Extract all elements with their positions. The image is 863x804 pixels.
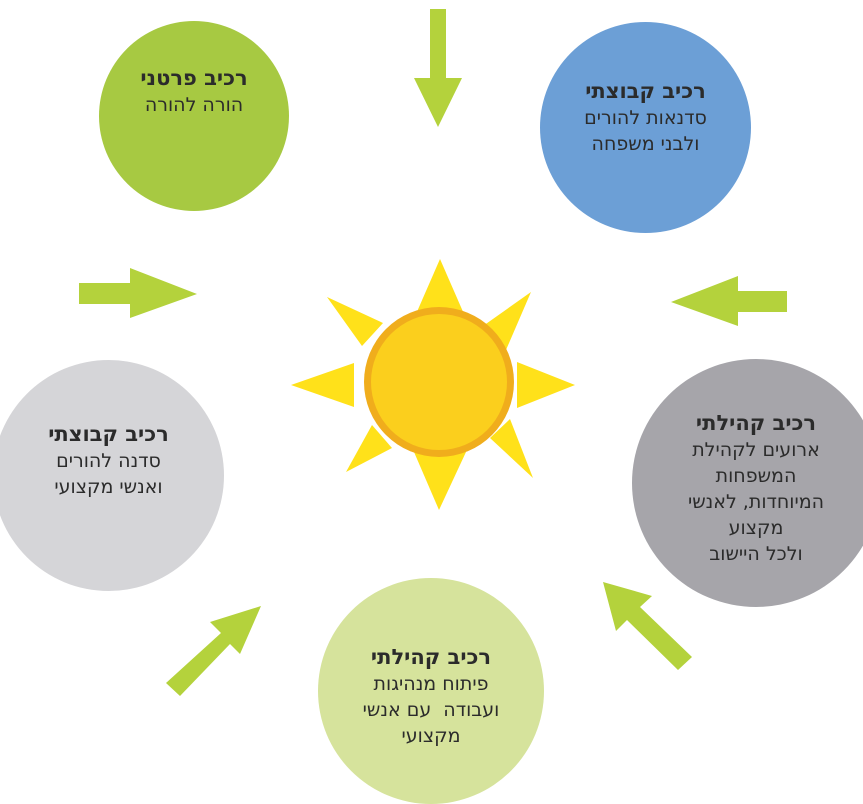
circle-title: רכיב קהילתי bbox=[695, 410, 817, 435]
sun-ray-right bbox=[517, 362, 575, 408]
arrow-left bbox=[79, 268, 197, 318]
sun-ray-upper-left bbox=[327, 297, 383, 346]
circle-text-line: סדנאות להורים bbox=[584, 107, 707, 129]
sun-core bbox=[371, 314, 507, 450]
circle-description: הורה להורה bbox=[140, 92, 247, 118]
circle-group-component-family: רכיב קבוצתי סדנאות להורים ולבני משפחה bbox=[540, 22, 751, 233]
arrow-top bbox=[414, 9, 462, 127]
circle-title: רכיב פרטני bbox=[140, 65, 248, 90]
arrows-group bbox=[79, 9, 787, 696]
circle-group-component-professionals: רכיב קבוצתי סדנה להורים ואנשי מקצועי bbox=[0, 360, 224, 591]
circle-text-line: סדנה להורים bbox=[56, 450, 161, 472]
circle-description: סדנה להורים ואנשי מקצועי bbox=[48, 448, 169, 500]
arrow-bottom-left bbox=[166, 606, 261, 696]
circle-text-line: המשפחות bbox=[715, 464, 797, 487]
circle-community-component-events: רכיב קהילתי ארועים לקהילת המשפחות המיוחדות… bbox=[632, 359, 863, 607]
arrow-bottom-right bbox=[603, 582, 692, 670]
circle-description: ארועים לקהילת המשפחות המיוחדות, לאנשי מקצוע… bbox=[688, 437, 824, 567]
circle-text-line: ועבודה עם אנשי bbox=[362, 698, 500, 721]
sun-ray-lower-right bbox=[490, 419, 533, 478]
circle-text-line: ולבני משפחה bbox=[591, 133, 700, 155]
circle-text-line: ולכל היישוב bbox=[709, 542, 803, 565]
sun-ray-lower-left bbox=[346, 425, 392, 472]
circle-text-line: ואנשי מקצועי bbox=[54, 476, 163, 498]
circle-description: פיתוח מנהיגות ועבודה עם אנשי מקצועי bbox=[363, 671, 500, 749]
circle-title: רכיב קהילתי bbox=[370, 644, 492, 669]
circle-description: סדנאות להורים ולבני משפחה bbox=[584, 105, 707, 157]
circle-text-line: הורה להורה bbox=[144, 93, 244, 116]
sun-ray-bottom bbox=[414, 452, 466, 510]
arrow-right bbox=[671, 276, 787, 326]
sun-illustration bbox=[291, 259, 575, 510]
sun-ray-top bbox=[416, 259, 464, 314]
circle-text-line: ארועים לקהילת bbox=[692, 438, 820, 461]
circle-text-line: מקצועי bbox=[401, 724, 461, 747]
circle-individual-component: רכיב פרטני הורה להורה bbox=[99, 21, 289, 211]
circle-title: רכיב קבוצתי bbox=[585, 79, 706, 103]
circle-text-line: המיוחדות, לאנשי bbox=[687, 490, 825, 513]
circle-text-line: מקצוע bbox=[728, 516, 784, 539]
circle-community-component-leadership: רכיב קהילתי פיתוח מנהיגות ועבודה עם אנשי מ… bbox=[318, 578, 544, 804]
sun-ray-left bbox=[291, 363, 354, 407]
circle-title: רכיב קבוצתי bbox=[48, 422, 169, 446]
circle-text-line: פיתוח מנהיגות bbox=[373, 672, 489, 695]
